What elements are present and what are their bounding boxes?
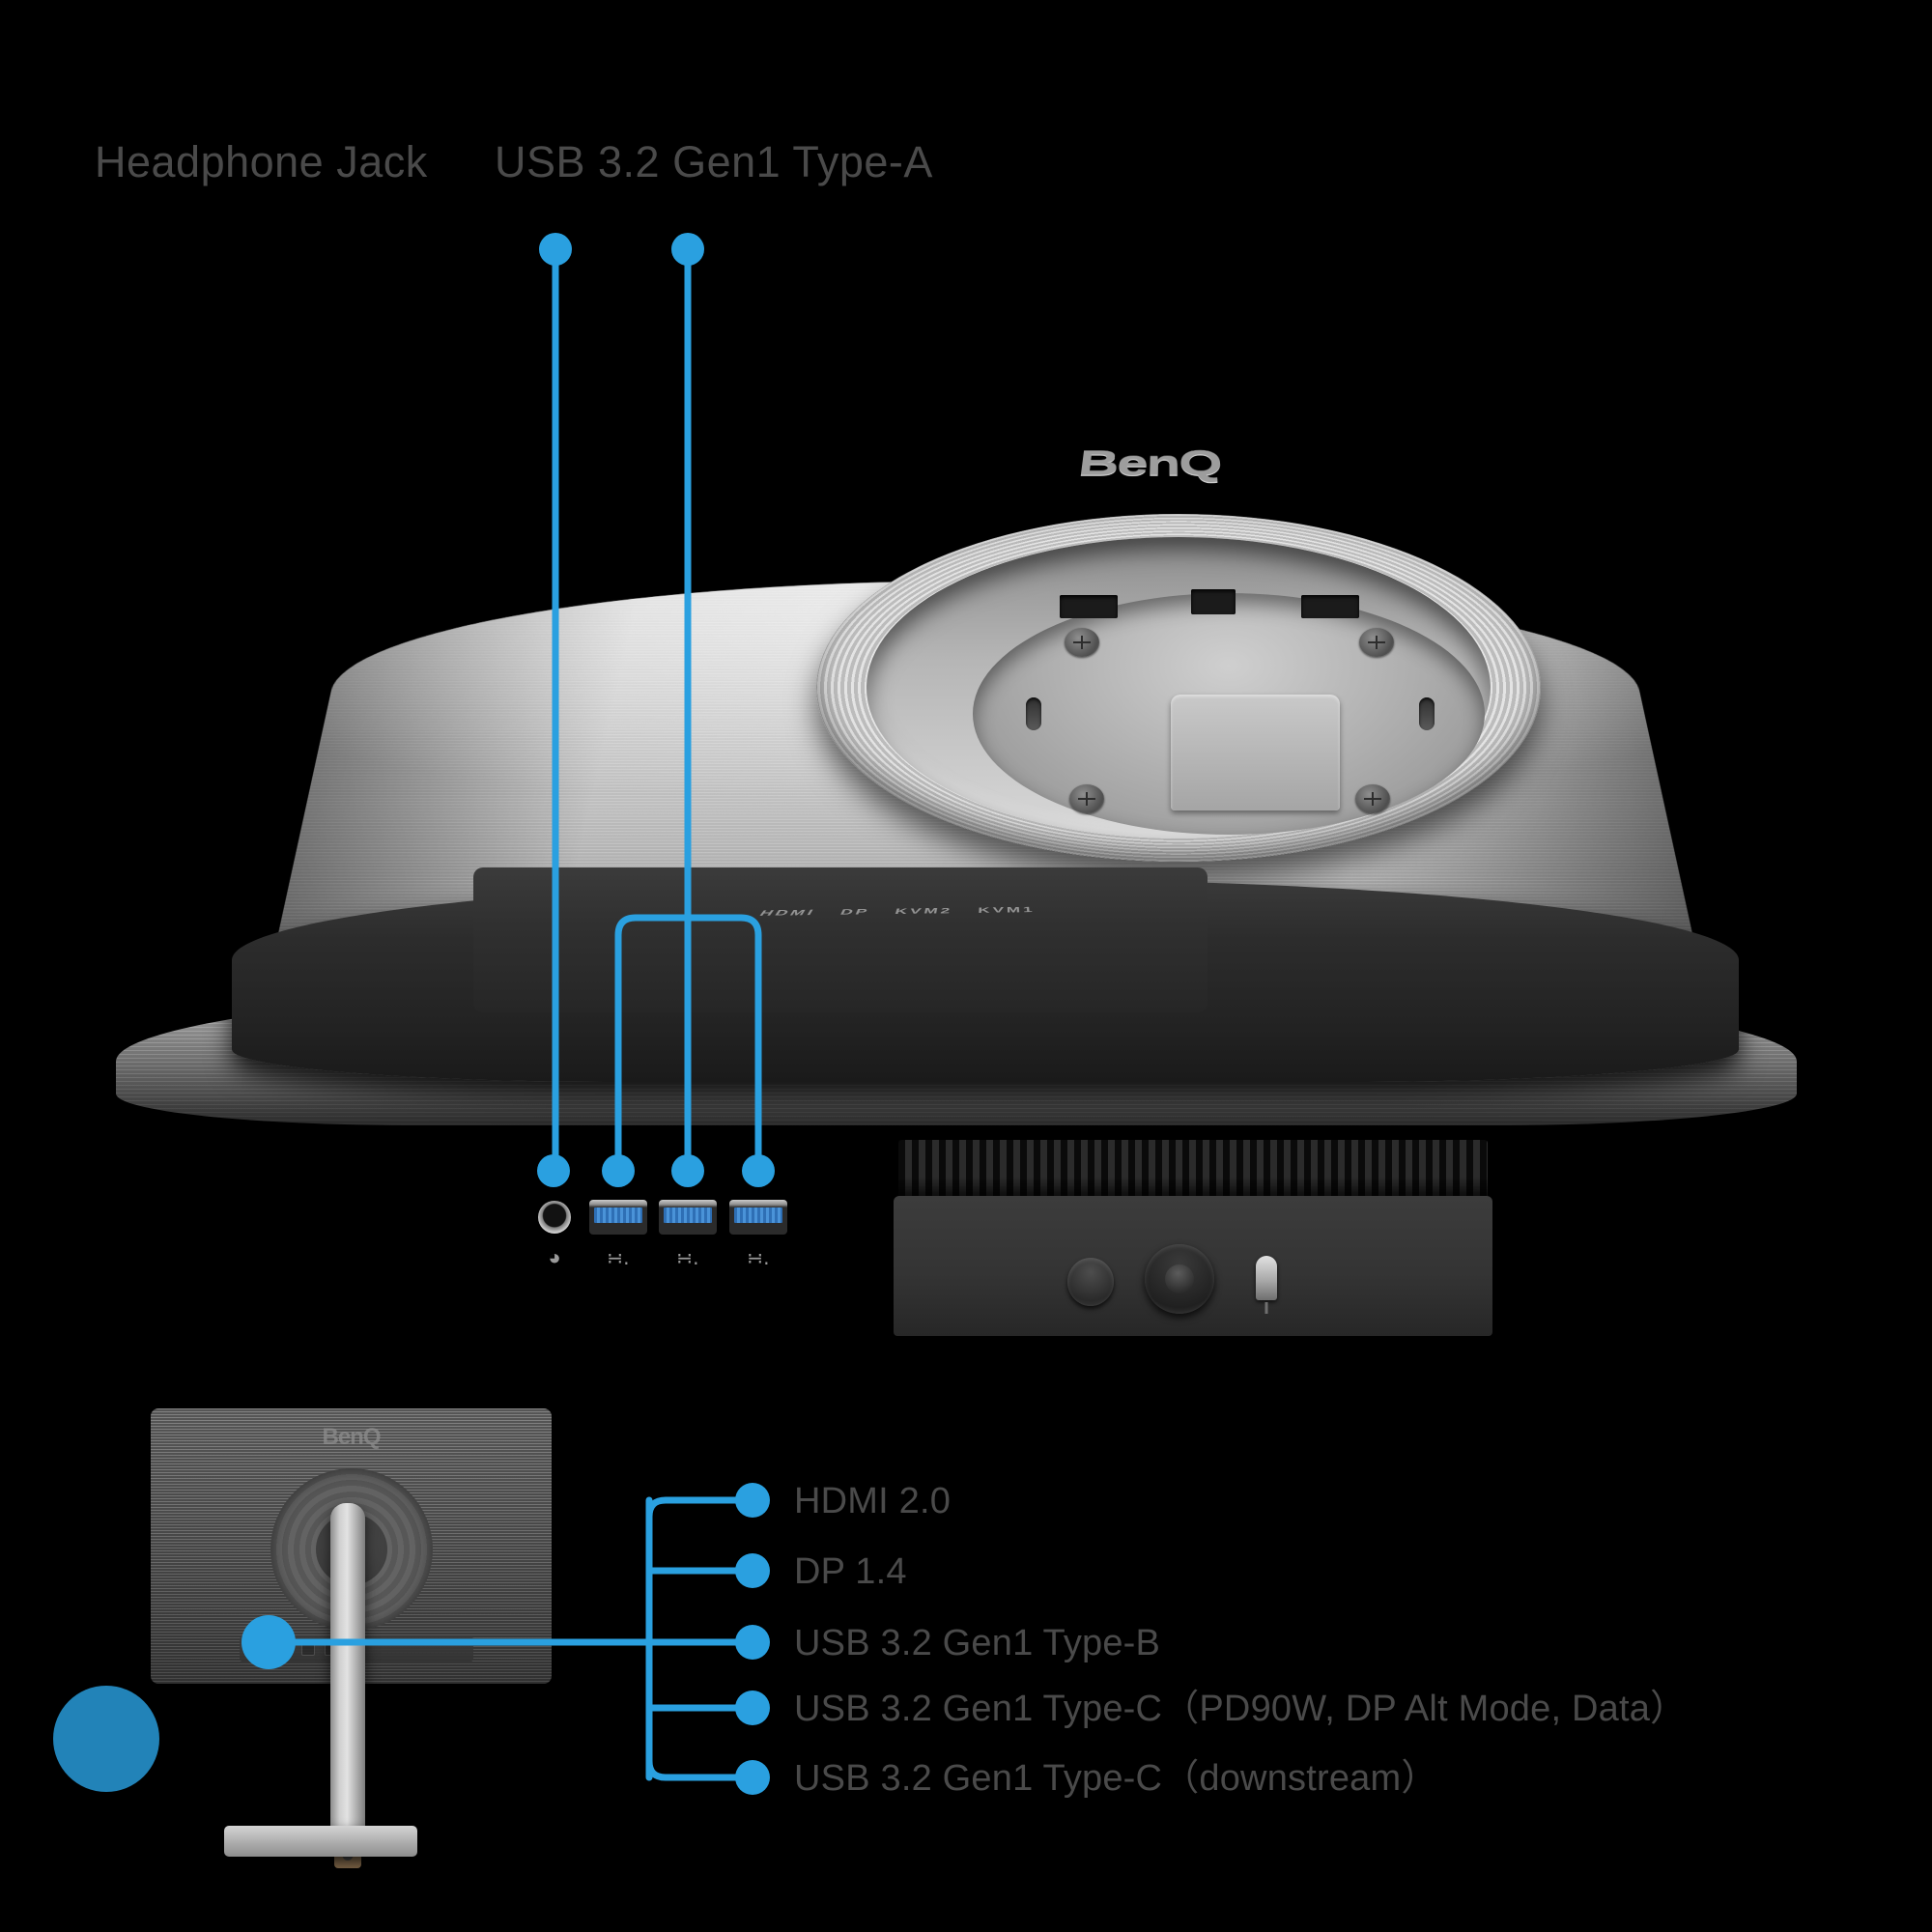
- marking-kvm2: KVM2: [894, 906, 953, 916]
- thumbnail-port-dp: [276, 1643, 292, 1655]
- callout-dot-dp: [735, 1553, 770, 1588]
- headphone-icon: ◕: [537, 1246, 572, 1269]
- list-label-dp-text: DP 1.4: [794, 1551, 907, 1592]
- callout-dot-headphone-jack: [539, 233, 572, 266]
- list-label-hdmi-text: HDMI 2.0: [794, 1481, 951, 1521]
- benq-logo-thumbnail: BenQ: [322, 1424, 380, 1451]
- list-label-hdmi: HDMI 2.0: [794, 1479, 951, 1523]
- callout-label-headphone-jack: Headphone Jack: [95, 136, 428, 188]
- monitor-port-plate: [473, 867, 1208, 1012]
- usb-a-port-1: [589, 1200, 647, 1235]
- list-label-dp: DP 1.4: [794, 1549, 907, 1594]
- list-label-usb-type-c-downstream-text: USB 3.2 Gen1 Type-C: [794, 1758, 1162, 1799]
- mount-release-pin[interactable]: [1256, 1256, 1277, 1300]
- marking-dp: DP: [838, 907, 871, 917]
- branch-line-usb-type-c-downstream: [649, 1761, 749, 1777]
- callout-dot-usb-type-c-upstream: [735, 1690, 770, 1725]
- thumbnail-port-hdmi: [251, 1643, 267, 1655]
- usb-a-port-2: [659, 1200, 717, 1235]
- power-button[interactable]: [1067, 1258, 1114, 1306]
- thumbnail-stand-neck: [330, 1503, 365, 1836]
- callout-dot-usb-type-b: [735, 1625, 770, 1660]
- list-label-usb-type-c-downstream-note: （downstream）: [1162, 1758, 1437, 1799]
- list-label-usb-type-b-text: USB 3.2 Gen1 Type-B: [794, 1623, 1160, 1663]
- callout-dot-usb-type-c-downstream: [735, 1760, 770, 1795]
- usb-trident-icon-2: ∺․: [668, 1248, 707, 1269]
- marking-hdmi: HDMI: [757, 908, 818, 918]
- list-label-usb-type-b: USB 3.2 Gen1 Type-B: [794, 1621, 1160, 1665]
- thumbnail-stand-base: [224, 1826, 417, 1857]
- callout-dot-usb-type-a: [671, 233, 704, 266]
- ventilation-grille: [898, 1140, 1488, 1200]
- monitor-thumbnail-rear: BenQ: [135, 1401, 560, 1855]
- list-label-usb-type-c-upstream-note: （PD90W, DP Alt Mode, Data）: [1162, 1689, 1687, 1729]
- callout-dot-hdmi: [735, 1483, 770, 1518]
- list-label-usb-type-c-downstream: USB 3.2 Gen1 Type-C（downstream）: [794, 1756, 1438, 1801]
- branch-line-hdmi: [649, 1500, 749, 1517]
- thumbnail-port-usb-b: [301, 1642, 315, 1656]
- headphone-jack-port: [538, 1201, 571, 1234]
- callout-label-usb-type-a: USB 3.2 Gen1 Type-A: [495, 136, 933, 188]
- marking-kvm1: KVM1: [978, 905, 1036, 915]
- joystick-control[interactable]: [1145, 1244, 1214, 1314]
- usb-trident-icon-1: ∺․: [599, 1248, 638, 1269]
- list-label-usb-type-c-upstream-text: USB 3.2 Gen1 Type-C: [794, 1689, 1162, 1729]
- usb-trident-icon-3: ∺․: [739, 1248, 778, 1269]
- usb-a-port-3: [729, 1200, 787, 1235]
- list-label-usb-type-c-upstream: USB 3.2 Gen1 Type-C（PD90W, DP Alt Mode, …: [794, 1687, 1687, 1731]
- port-area-highlight-circle: [53, 1686, 159, 1792]
